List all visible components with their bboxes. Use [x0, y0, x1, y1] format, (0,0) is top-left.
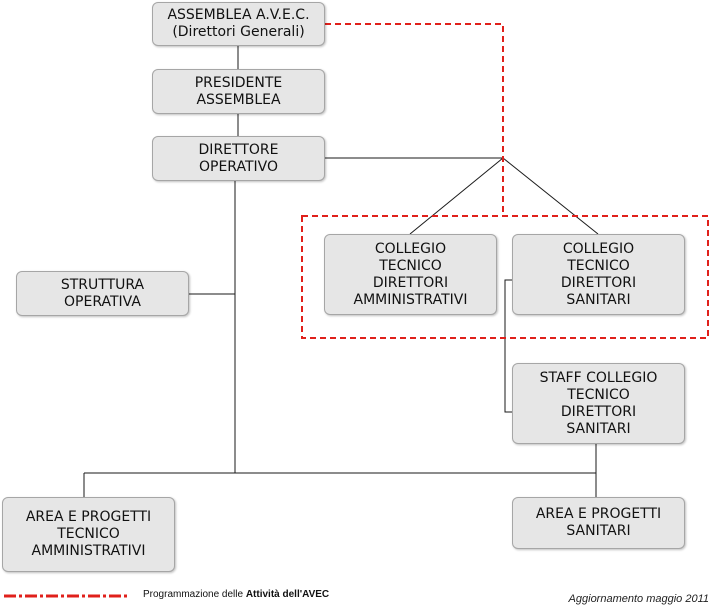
- collegio-amministrativi-label: COLLEGIO TECNICO DIRETTORI AMMINISTRATIV…: [353, 240, 468, 308]
- connector-junction-collegio-sanitari: [502, 157, 599, 235]
- staff-collegio-label: STAFF COLLEGIO TECNICO DIRETTORI SANITAR…: [539, 369, 658, 437]
- direttore-operativo-box: DIRETTORE OPERATIVO: [152, 136, 325, 181]
- legend-label: Programmazione delle Attività dell'AVEC: [143, 589, 329, 600]
- presidente-assemblea-label: PRESIDENTE ASSEMBLEA: [194, 74, 283, 108]
- assemblea-avec-box: ASSEMBLEA A.V.E.C. (Direttori Generali): [152, 2, 325, 46]
- collegio-sanitari-label: COLLEGIO TECNICO DIRETTORI SANITARI: [560, 240, 637, 308]
- legend-prefix: Programmazione delle: [143, 589, 246, 600]
- area-sanitari-label: AREA E PROGETTI SANITARI: [535, 506, 662, 539]
- direttore-operativo-label: DIRETTORE OPERATIVO: [198, 141, 279, 175]
- collegio-amministrativi-box: COLLEGIO TECNICO DIRETTORI AMMINISTRATIV…: [324, 234, 497, 315]
- dashed-collegi-group: [301, 215, 709, 339]
- area-amministrativi-box: AREA E PROGETTI TECNICO AMMINISTRATIVI: [2, 497, 175, 572]
- struttura-operativa-label: STRUTTURA OPERATIVA: [60, 276, 145, 310]
- collegio-sanitari-box: COLLEGIO TECNICO DIRETTORI SANITARI: [512, 234, 685, 315]
- update-note: Aggiornamento maggio 2011: [568, 593, 709, 605]
- area-amministrativi-label: AREA E PROGETTI TECNICO AMMINISTRATIVI: [25, 509, 152, 559]
- presidente-assemblea-box: PRESIDENTE ASSEMBLEA: [152, 69, 325, 114]
- connector-collegio-staff: [504, 279, 512, 413]
- legend-emphasis: Attività dell'AVEC: [245, 589, 330, 600]
- area-sanitari-box: AREA E PROGETTI SANITARI: [512, 497, 685, 549]
- staff-collegio-box: STAFF COLLEGIO TECNICO DIRETTORI SANITAR…: [512, 363, 685, 444]
- connector-junction-collegio-amministrativi: [409, 157, 504, 235]
- struttura-operativa-box: STRUTTURA OPERATIVA: [16, 271, 189, 316]
- assemblea-avec-label: ASSEMBLEA A.V.E.C. (Direttori Generali): [167, 7, 310, 40]
- dashed-programmazione-link: [325, 23, 504, 216]
